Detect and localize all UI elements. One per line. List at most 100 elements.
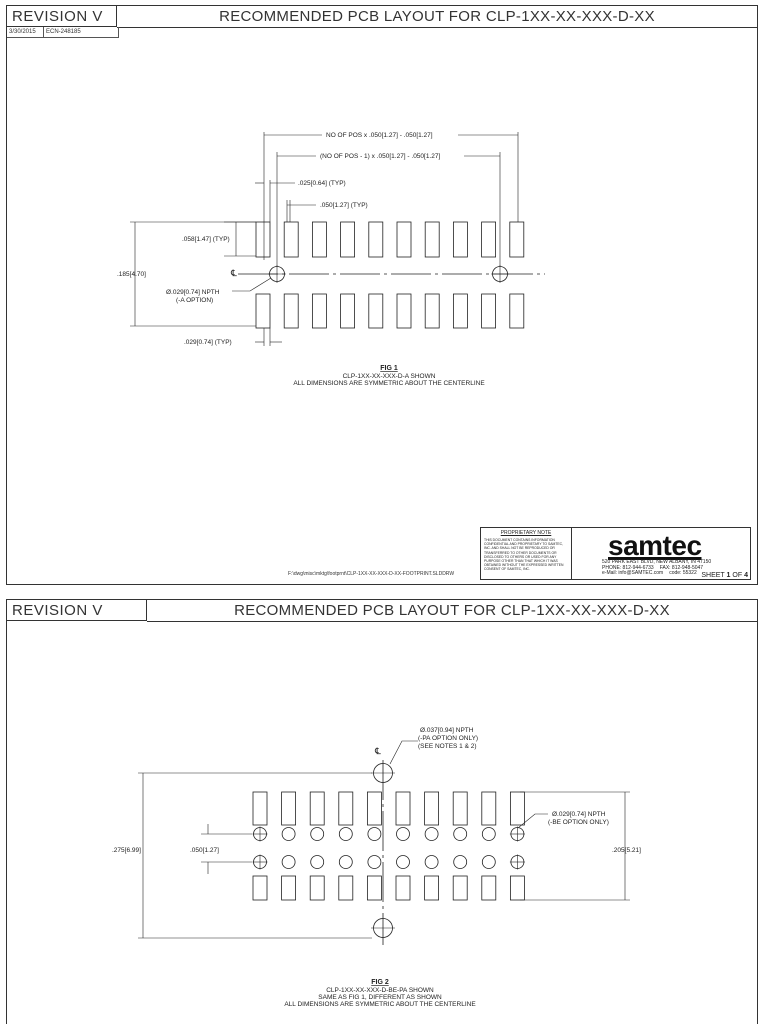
fig2-bottom-pad (338, 875, 354, 901)
revision-label-2: REVISION V (7, 600, 147, 621)
dim-npth-be: Ø.029[0.74] NPTH (552, 811, 606, 818)
fig1-top-pad (340, 221, 356, 258)
company-address: 520 PARK EAST BLVD, NEW ALBANY, IN 47150 (602, 559, 712, 565)
fig2-top-pad (309, 791, 325, 826)
fig1-title: FIG 1 (380, 365, 398, 372)
fig2-top-pad (252, 791, 268, 826)
fig1-top-pad (509, 221, 525, 258)
fig2-pth-hole (396, 827, 410, 841)
dim-pad-width: .025[0.64] (TYP) (298, 180, 346, 187)
fig2-top-pad (481, 791, 497, 826)
fig1-bottom-pad (255, 293, 271, 329)
title-block: samtec 520 PARK EAST BLVD, NEW ALBANY, I… (572, 527, 751, 580)
fig1-bottom-pad (396, 293, 412, 329)
ecn-number: ECN-248185 (44, 27, 119, 38)
proprietary-note: PROPRIETARY NOTE THIS DOCUMENT CONTAINS … (480, 527, 572, 580)
fig2-pth-hole (281, 827, 296, 841)
fig2-bottom-pad (366, 875, 382, 901)
fig2-npth-pa-bottom (371, 918, 395, 938)
fig1-bottom-pad (424, 293, 440, 329)
fig2-bottom-pad (424, 875, 440, 901)
fig1-top-pad (424, 221, 440, 258)
dim-npth-option: (-A OPTION) (176, 297, 213, 304)
fig2-npth-be-hole (509, 854, 525, 870)
samtec-logo: samtec (608, 530, 702, 561)
fig1-bottom-pad (283, 293, 299, 329)
dim-no-of-pos-minus-one: (NO OF POS - 1) x .050[1.27] - .050[1.27… (320, 153, 440, 160)
dim-npth-pa-option: (-PA OPTION ONLY) (418, 735, 478, 742)
dim-no-of-pos: NO OF POS x .050[1.27] - .050[1.27] (326, 132, 433, 139)
fig2-title: FIG 2 (371, 979, 389, 986)
fig2-centerline-symbol: ℄ (374, 746, 381, 756)
fig2-npth-be-hole (252, 826, 268, 842)
fig1-bottom-pad (481, 293, 497, 329)
fig2-pth-hole (310, 827, 325, 841)
dim-pad-length: .058[1.47] (TYP) (182, 236, 230, 243)
fig1-top-pad (283, 221, 299, 258)
revision-label: REVISION V (7, 6, 117, 27)
dim-npth-pa-notes: (SEE NOTES 1 & 2) (418, 743, 477, 750)
fig1-caption-2: ALL DIMENSIONS ARE SYMMETRIC ABOUT THE C… (293, 380, 485, 387)
company-code: code: 55322 (669, 570, 697, 576)
fig2-top-pad (366, 791, 382, 826)
fig1-top-pad (311, 221, 327, 258)
company-fax: FAX: 812-948-5047 (659, 564, 704, 571)
fig1-top-pad-row (255, 221, 525, 258)
fig1-bottom-pad (509, 293, 525, 329)
fig2-bottom-pad-row (252, 875, 525, 901)
fig2-dim-right: .205[5.21] (612, 847, 641, 854)
fig1-top-pad (452, 221, 468, 258)
fig2-bottom-pad (252, 875, 268, 901)
fig2-top-pad (424, 791, 440, 826)
dim-gap: .029[0.74] (TYP) (184, 339, 232, 346)
fig1-top-pad (481, 221, 497, 258)
fig2-pth-hole (453, 855, 468, 869)
fig2-caption-1: CLP-1XX-XX-XXX-D-BE-PA SHOWN (326, 987, 434, 994)
fig1-bottom-pad (311, 293, 327, 329)
fig2-pth-hole (367, 827, 382, 841)
sheet-current: 1 (726, 572, 731, 579)
company-phone: PHONE: 812-944-6733 (602, 564, 654, 571)
fig2-top-pad (452, 791, 468, 826)
fig2-pth-hole (281, 855, 296, 869)
sheet-number: SHEET 1 OF 4 (701, 572, 748, 579)
fig2-pth-hole (367, 855, 382, 869)
fig2-pth-hole (481, 855, 496, 869)
fig1-bottom-pad (340, 293, 356, 329)
fig1-bottom-pad (452, 293, 468, 329)
dim-npth-label: Ø.029[0.74] NPTH (166, 289, 220, 296)
fig2-pth-hole (396, 855, 410, 869)
fig2-npth-be-hole (252, 854, 268, 870)
dim-npth-be-option: (-BE OPTION ONLY) (548, 819, 609, 826)
fig2-top-pad (395, 791, 411, 826)
fig2-dim-overall: .275[6.99] (112, 847, 141, 854)
fig1-bottom-pad-row (255, 293, 525, 329)
fig2-bottom-pad (395, 875, 411, 901)
fig1-top-pad (368, 221, 384, 258)
proprietary-note-title: PROPRIETARY NOTE (500, 530, 552, 536)
drawing-sheet-1: REVISION V RECOMMENDED PCB LAYOUT FOR CL… (6, 5, 758, 585)
drawing-sheet-2: REVISION V RECOMMENDED PCB LAYOUT FOR CL… (6, 599, 758, 1024)
fig2-bottom-pad (509, 875, 525, 901)
fig2-pth-hole (453, 827, 468, 841)
ecn-date: 3/30/2015 (7, 27, 44, 38)
fig2-bottom-pad (481, 875, 497, 901)
fig2-pth-hole (424, 855, 439, 869)
fig2-pth-hole (338, 855, 353, 869)
sheet-of: OF (732, 572, 743, 579)
fig2-caption-3: ALL DIMENSIONS ARE SYMMETRIC ABOUT THE C… (284, 1001, 476, 1008)
fig2-caption-2: SAME AS FIG 1, DIFFERENT AS SHOWN (318, 994, 442, 1001)
fig2-pth-hole (338, 827, 353, 841)
fig2-top-hole-row (252, 826, 525, 842)
fig2-pth-hole (310, 855, 325, 869)
file-path: F:\dwg\misc\mktg\footprnt\CLP-1XX-XX-XXX… (288, 571, 455, 577)
company-email: e-Mail: info@SAMTEC.com (602, 570, 664, 576)
fig2-bottom-pad (309, 875, 325, 901)
fig1-caption-1: CLP-1XX-XX-XXX-D-A SHOWN (343, 373, 436, 380)
fig1-npth-left-hole (268, 265, 286, 283)
dim-npth-pa: Ø.037[0.94] NPTH (420, 727, 474, 734)
fig2-bottom-hole-row (252, 854, 525, 870)
fig2-bottom-pad (452, 875, 468, 901)
